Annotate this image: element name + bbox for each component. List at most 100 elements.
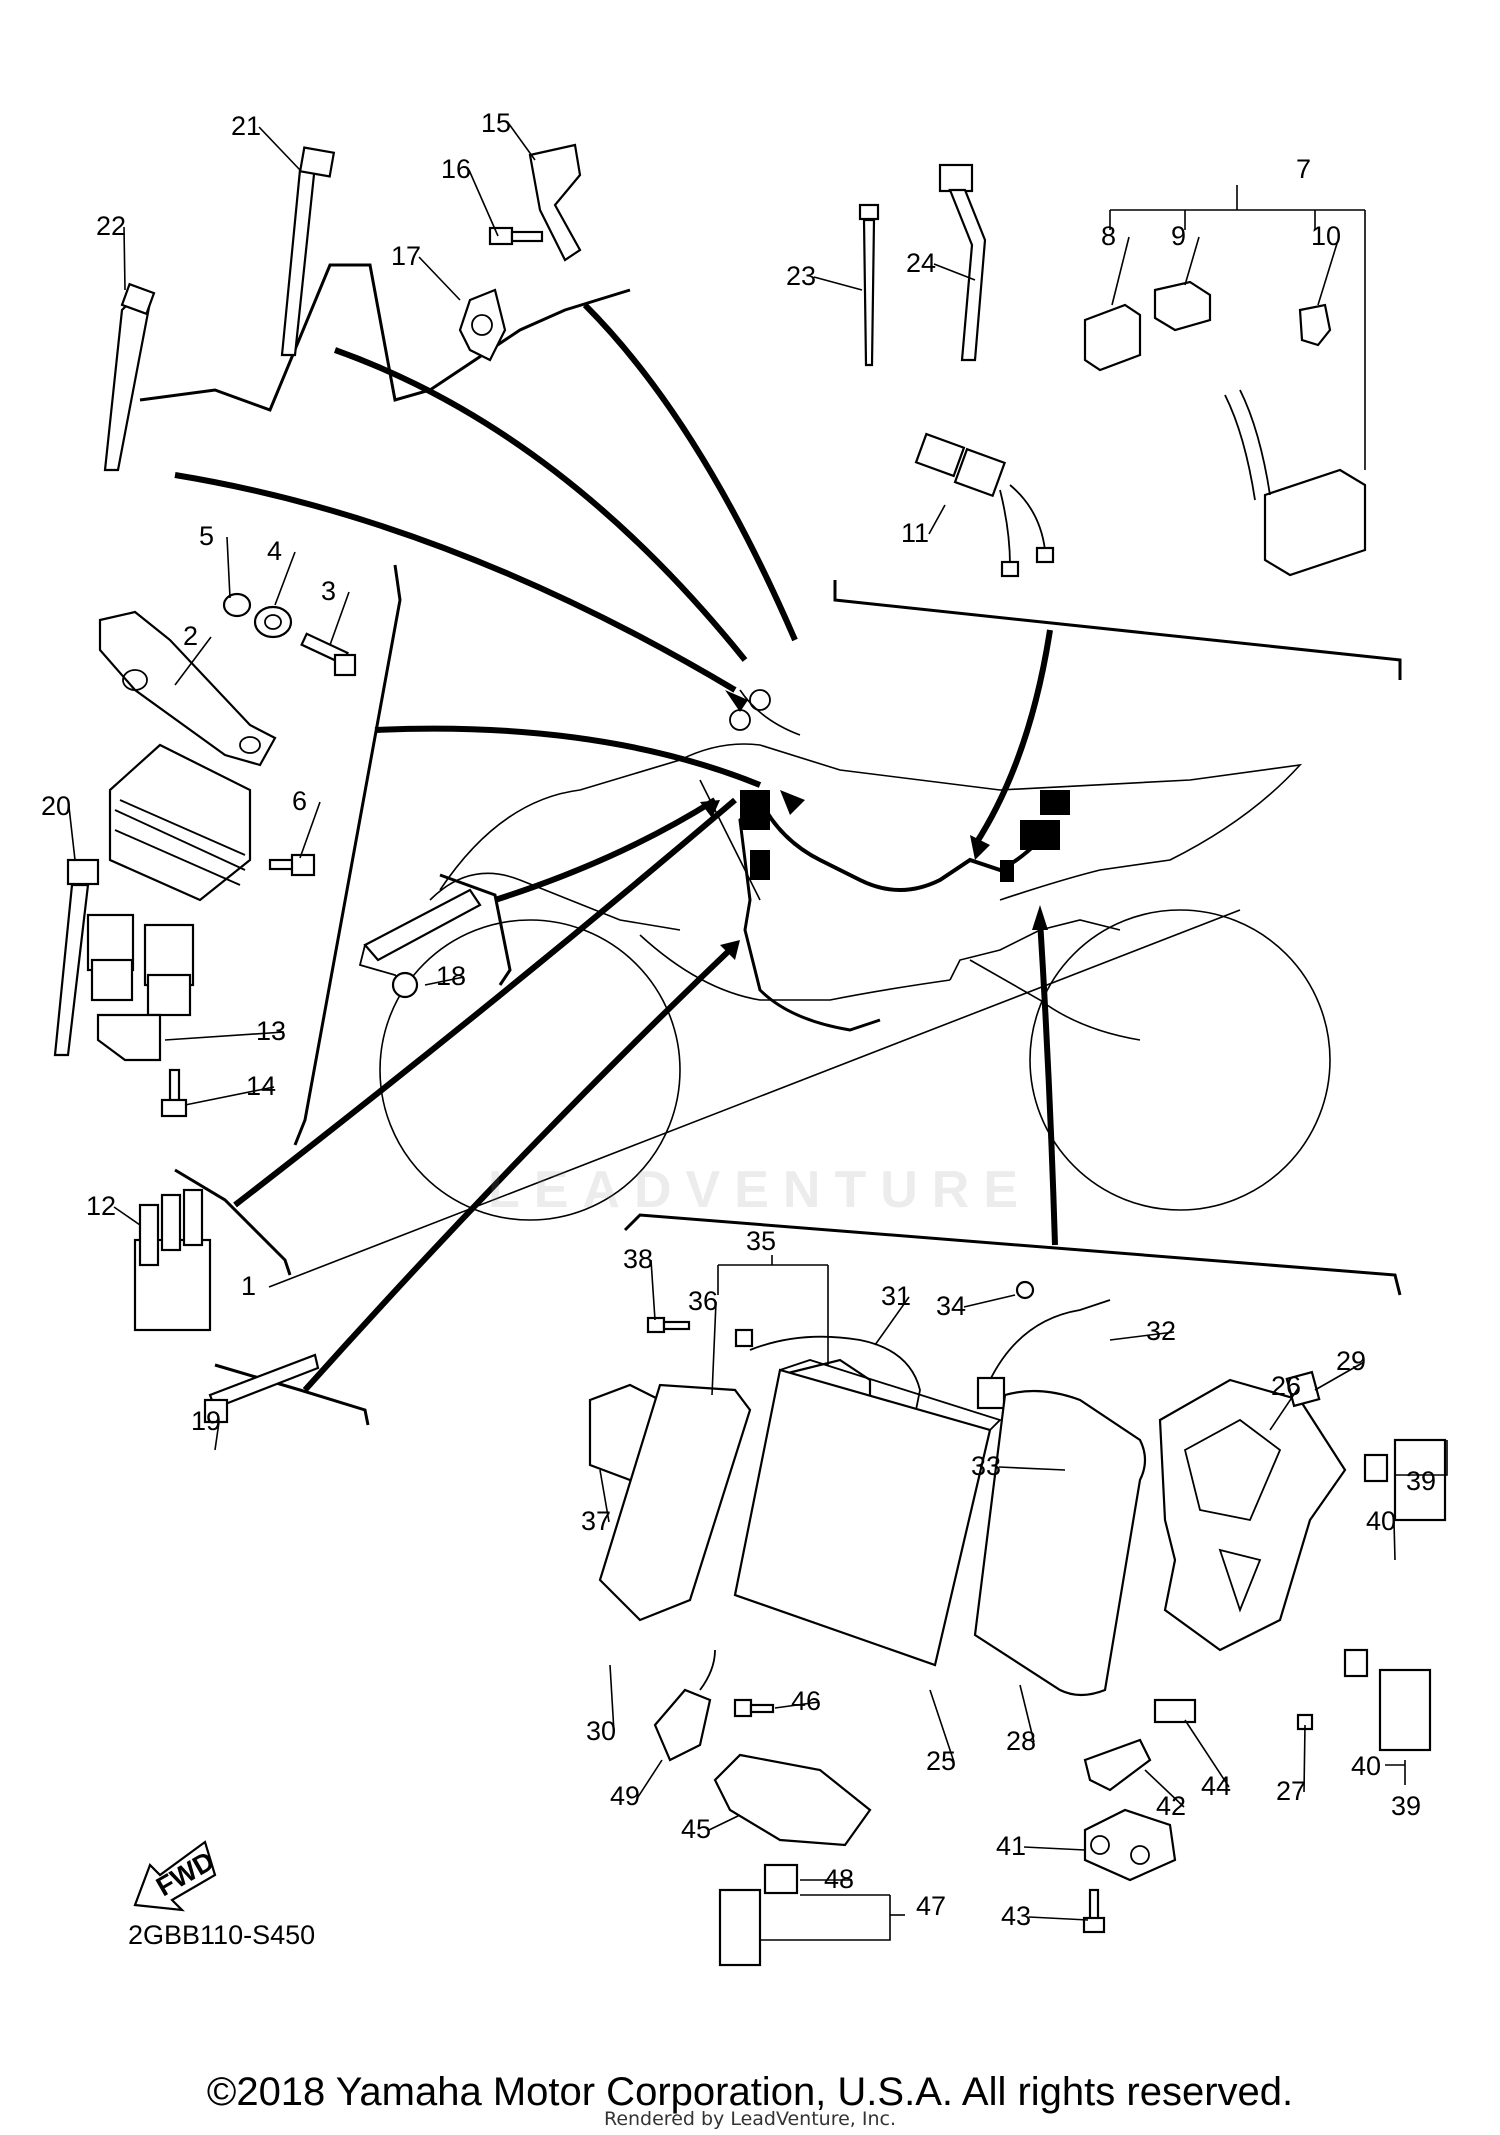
callout-48: 48 <box>824 1864 854 1894</box>
callout-40-b: 40 <box>1351 1751 1381 1781</box>
callout-leader-27 <box>1303 1724 1306 1793</box>
callout-34: 34 <box>936 1291 966 1321</box>
band-18 <box>358 888 482 999</box>
callout-leader-22 <box>123 226 126 291</box>
callout-leader-1 <box>268 909 1241 1288</box>
callout-leader-6 <box>299 801 321 859</box>
callout-42: 42 <box>1156 1791 1186 1821</box>
callout-leader-18 <box>424 976 465 986</box>
callout-leader-21 <box>258 126 301 171</box>
bracket-15 <box>488 143 582 262</box>
sub-harness-11 <box>914 432 1055 578</box>
callout-19: 19 <box>191 1406 221 1436</box>
callout-49: 49 <box>610 1781 640 1811</box>
callout-29: 29 <box>1336 1346 1366 1376</box>
bracket-39 <box>1422 1440 1448 1476</box>
callout-5: 5 <box>199 521 214 551</box>
bracket-26 <box>1158 1378 1347 1652</box>
callout-47: 47 <box>916 1891 946 1921</box>
callout-12: 12 <box>86 1191 116 1221</box>
callout-23: 23 <box>786 261 816 291</box>
callout-leader-20 <box>68 806 76 861</box>
callout-41: 41 <box>996 1831 1026 1861</box>
callout-leader-14 <box>184 1086 275 1106</box>
callout-26: 26 <box>1271 1371 1301 1401</box>
callout-leader-33 <box>998 1466 1066 1471</box>
bracket-45 <box>713 1753 872 1847</box>
battery-25 <box>733 1359 1002 1667</box>
bolt-3 <box>300 632 357 677</box>
callout-3: 3 <box>321 576 336 606</box>
callout-27: 27 <box>1276 1776 1306 1806</box>
callout-44: 44 <box>1201 1771 1231 1801</box>
callout-46: 46 <box>791 1686 821 1716</box>
callout-leader-36 <box>711 1301 717 1396</box>
connector-47 <box>718 1888 762 1967</box>
callout-17: 17 <box>391 241 421 271</box>
callout-11: 11 <box>901 518 929 548</box>
callout-leader-29 <box>1314 1361 1365 1391</box>
sensor-49 <box>653 1649 716 1762</box>
callout-21: 21 <box>231 111 261 141</box>
wire-harness <box>729 689 1070 1032</box>
callout-8: 8 <box>1101 221 1116 251</box>
callout-leader-28 <box>1019 1684 1035 1743</box>
bolt-6 <box>268 853 316 877</box>
callout-leader-30 <box>609 1664 615 1733</box>
callout-leader-12 <box>113 1206 141 1226</box>
bracket-2 <box>98 610 277 767</box>
cable-tie-22 <box>103 282 156 472</box>
callout-9: 9 <box>1171 221 1186 251</box>
callout-30: 30 <box>586 1716 616 1746</box>
callout-leader-41 <box>1023 1846 1086 1851</box>
relay-8 <box>1083 303 1142 372</box>
tape-29 <box>1285 1370 1321 1408</box>
callout-38: 38 <box>623 1244 653 1274</box>
callout-35: 35 <box>746 1226 776 1256</box>
callout-40: 40 <box>1366 1506 1396 1536</box>
callout-45: 45 <box>681 1814 711 1844</box>
callout-leader-24 <box>933 263 976 281</box>
copyright-notice: ©2018 Yamaha Motor Corporation, U.S.A. A… <box>206 2070 1294 2114</box>
callout-leader-13 <box>164 1031 285 1041</box>
callout-leader-32 <box>1109 1331 1175 1341</box>
nut-34 <box>1015 1280 1035 1300</box>
callout-leader-11 <box>928 504 946 535</box>
connector-12 <box>133 1188 212 1332</box>
callout-15: 15 <box>481 108 511 138</box>
callout-leader-2 <box>174 636 212 686</box>
bolt-38 <box>646 1316 691 1334</box>
callout-16: 16 <box>441 154 471 184</box>
cable-tie-23 <box>858 203 880 367</box>
fuse-box <box>1224 389 1367 577</box>
diagram-code: 2GBB110-S450 <box>128 1920 316 1950</box>
motorcycle-outline <box>379 689 1331 1221</box>
callout-leader-17 <box>418 256 461 301</box>
callout-31: 31 <box>881 1281 911 1311</box>
cable-tie-21 <box>280 146 336 357</box>
connector-39-top <box>1363 1438 1447 1522</box>
callout-32: 32 <box>1146 1316 1176 1346</box>
callout-37: 37 <box>581 1506 611 1536</box>
callout-leader-34 <box>963 1294 1016 1308</box>
connector-39-bottom <box>1343 1648 1432 1752</box>
callout-leader-49 <box>637 1759 663 1798</box>
callout-leader-19 <box>214 1421 220 1451</box>
callout-33: 33 <box>971 1451 1001 1481</box>
callout-14: 14 <box>246 1071 276 1101</box>
rendered-by-notice: Rendered by LeadVenture, Inc. <box>603 2108 897 2130</box>
callout-36: 36 <box>688 1286 718 1316</box>
callout-7: 7 <box>1296 154 1311 184</box>
callout-13: 13 <box>256 1016 286 1046</box>
callout-39: 39 <box>1406 1466 1436 1496</box>
callout-1: 1 <box>241 1271 256 1301</box>
bracket-47 <box>760 1895 891 1941</box>
band-19 <box>203 1353 320 1424</box>
cable-tie-20 <box>53 858 100 1057</box>
cover-30 <box>598 1383 752 1622</box>
callout-leader-42 <box>1144 1769 1185 1808</box>
watermark: LEADVENTURE <box>487 1161 1033 1219</box>
callout-2: 2 <box>183 621 198 651</box>
callout-leader-38 <box>650 1259 656 1321</box>
callout-leader-37 <box>599 1469 610 1523</box>
